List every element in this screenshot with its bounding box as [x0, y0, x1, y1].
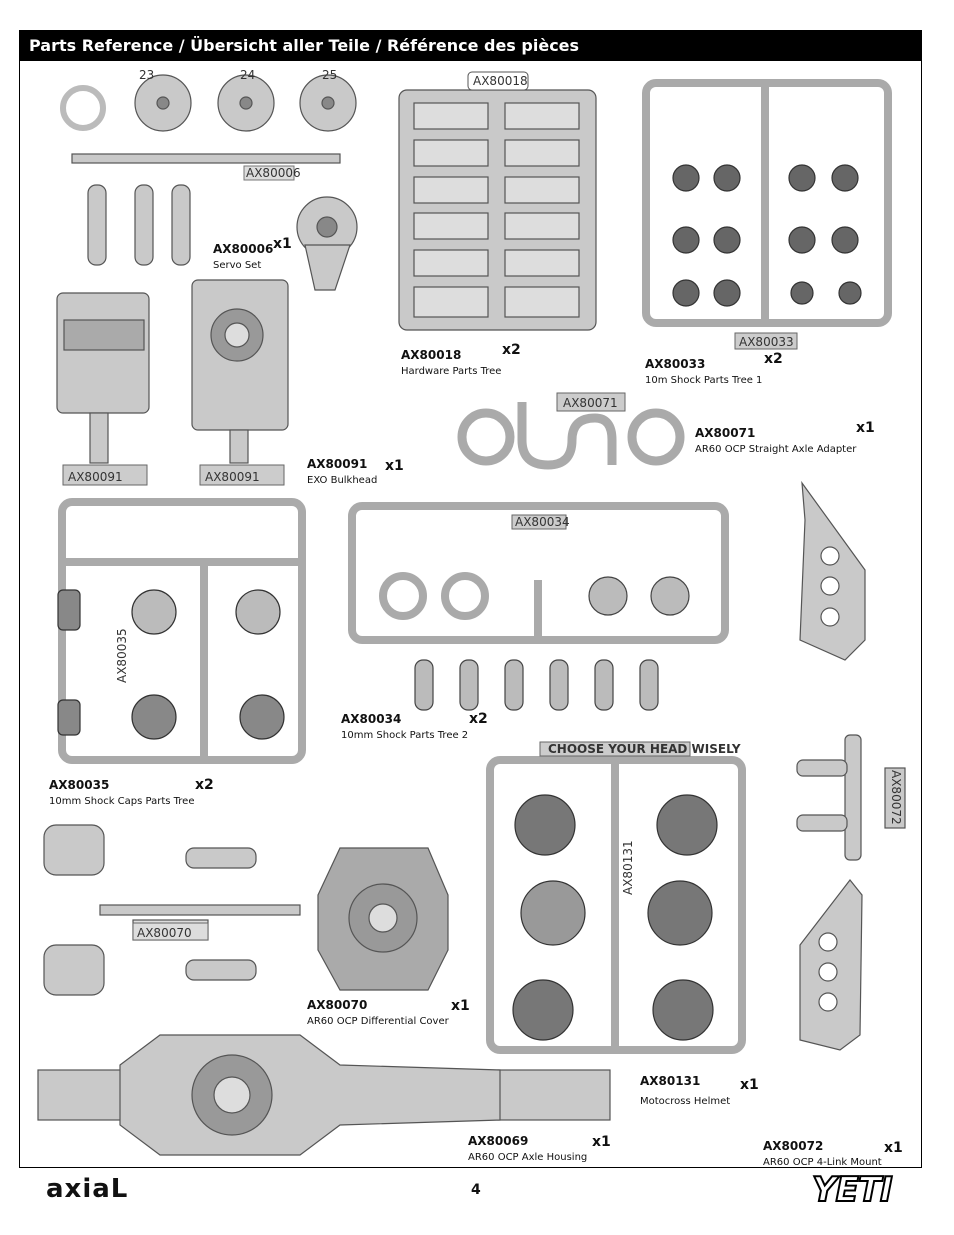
part-label-AX80018: AX80018 x2 Hardware Parts Tree: [401, 342, 521, 377]
axle-adapter-illustration: [457, 402, 685, 470]
part-number: AX80091: [307, 457, 368, 471]
part-label-AX80069: AX80069 x1 AR60 OCP Axle Housing: [468, 1130, 611, 1163]
part-label-AX80131: AX80131 x1 Motocross Helmet: [640, 1070, 759, 1107]
helmet-tree-illustration: [486, 756, 746, 1054]
hardware-tree-illustration: [398, 89, 597, 331]
helmet-sprue-tag: AX80131: [621, 840, 635, 895]
part-name: Motocross Helmet: [640, 1096, 731, 1107]
servo-horn-number-23: 23: [139, 68, 154, 82]
part-name: 10mm Shock Caps Parts Tree: [49, 796, 195, 807]
axial-logo: axiaL: [46, 1174, 129, 1204]
part-label-AX80006: AX80006 x1 Servo Set: [213, 236, 292, 271]
diff-cover-sprue-tag: AX80070: [137, 926, 192, 940]
diff-cover-illustration: [317, 847, 449, 991]
part-quantity: x1: [740, 1077, 759, 1093]
part-name: Servo Set: [213, 260, 262, 271]
adapter-sprue-tag: AX80071: [563, 396, 618, 410]
part-name: AR60 OCP Differential Cover: [307, 1016, 449, 1027]
part-quantity: x1: [273, 236, 292, 252]
part-label-AX80033: AX80033 x2 10m Shock Parts Tree 1: [645, 351, 783, 386]
link-mount-illustration-upper: [799, 480, 866, 661]
part-number: AX80034: [341, 712, 402, 726]
part-quantity: x1: [856, 420, 875, 436]
part-number: AX80072: [763, 1139, 824, 1153]
part-label-AX80035: AX80035 x2 10mm Shock Caps Parts Tree: [49, 774, 214, 807]
bulkhead-sprue-tag-b: AX80091: [205, 470, 260, 484]
page-number: 4: [471, 1182, 481, 1198]
shock-tree-1-illustration: [642, 79, 892, 327]
hardware-sprue-tag: AX80018: [473, 74, 528, 88]
part-quantity: x2: [764, 351, 783, 367]
part-label-AX80070: AX80070 x1 AR60 OCP Differential Cover: [307, 994, 470, 1027]
part-number: AX80033: [645, 357, 706, 371]
servo-sprue-tag: AX80006: [246, 166, 301, 180]
shock1-sprue-tag: AX80033: [739, 335, 794, 349]
part-name: 10mm Shock Parts Tree 2: [341, 730, 469, 741]
part-name: AR60 OCP Axle Housing: [468, 1152, 588, 1163]
link-mount-sprue-illustration: [796, 734, 906, 861]
part-number: AX80070: [307, 998, 368, 1012]
part-label-AX80091: AX80091 x1 EXO Bulkhead: [307, 453, 404, 486]
part-name: EXO Bulkhead: [307, 475, 378, 486]
part-name: AR60 OCP 4-Link Mount: [763, 1157, 882, 1168]
part-number: AX80006: [213, 242, 274, 256]
part-number: AX80035: [49, 778, 110, 792]
part-label-AX80034: AX80034 x2 10mm Shock Parts Tree 2: [341, 708, 488, 741]
helmet-banner-tag: CHOOSE YOUR HEAD WISELY: [548, 742, 741, 756]
servo-horn-number-25: 25: [322, 68, 337, 82]
part-name: 10m Shock Parts Tree 1: [645, 375, 763, 386]
page-title: Parts Reference / Übersicht aller Teile …: [19, 30, 922, 61]
link-mount-illustration-lower: [799, 879, 863, 1051]
servo-set-illustration: [60, 74, 358, 291]
link-mount-sprue-tag: AX80072: [889, 770, 903, 825]
part-number: AX80018: [401, 348, 462, 362]
part-number: AX80069: [468, 1134, 529, 1148]
shock-tree-2-illustration: [348, 502, 729, 644]
caps-sprue-tag: AX80035: [115, 628, 129, 683]
diff-cover-sprue-illustration: [43, 824, 301, 996]
part-label-AX80072: AX80072 x1 AR60 OCP 4-Link Mount: [763, 1135, 903, 1168]
part-number: AX80131: [640, 1074, 701, 1088]
part-quantity: x1: [385, 458, 404, 474]
part-quantity: x2: [469, 711, 488, 727]
part-name: Hardware Parts Tree: [401, 366, 502, 377]
part-quantity: x1: [451, 998, 470, 1014]
servo-horn-number-24: 24: [240, 68, 255, 82]
bulkhead-illustration: [56, 279, 289, 464]
part-number: AX80071: [695, 426, 756, 440]
yeti-logo: YETI: [811, 1169, 894, 1211]
bulkhead-sprue-tag-a: AX80091: [68, 470, 123, 484]
shock-caps-tree-illustration: [58, 498, 306, 764]
part-quantity: x1: [884, 1140, 903, 1156]
axle-housing-illustration: [37, 1034, 611, 1156]
part-quantity: x2: [502, 342, 521, 358]
part-label-AX80071: AX80071 x1 AR60 OCP Straight Axle Adapte…: [695, 420, 875, 455]
part-quantity: x2: [195, 777, 214, 793]
shock2-sprue-tag: AX80034: [515, 515, 570, 529]
part-quantity: x1: [592, 1134, 611, 1150]
part-name: AR60 OCP Straight Axle Adapter: [695, 444, 857, 455]
